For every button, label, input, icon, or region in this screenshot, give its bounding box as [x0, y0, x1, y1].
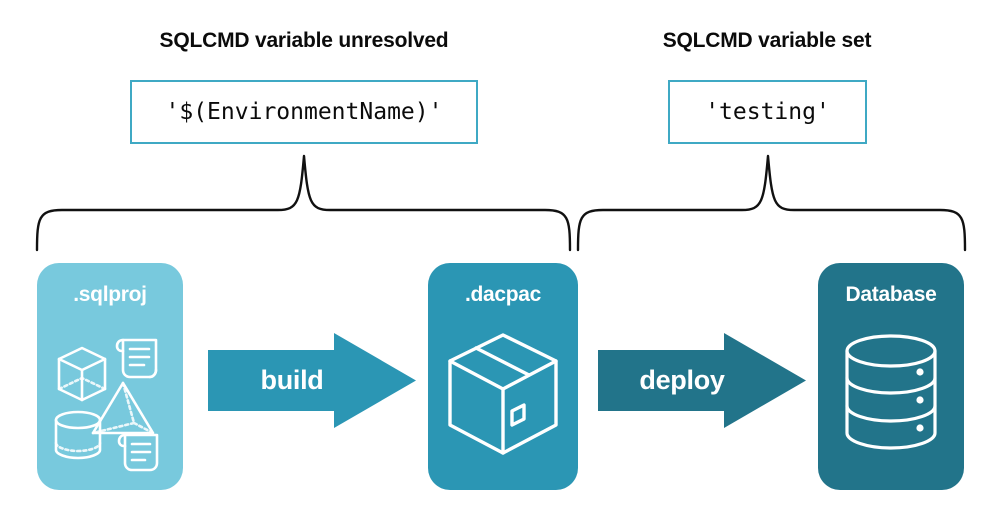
value-text-unresolved: '$(EnvironmentName)'	[165, 99, 443, 125]
group-heading-set: SQLCMD variable set	[662, 29, 872, 52]
brace-layer	[35, 154, 967, 252]
stage-card-sqlproj[interactable]: .sqlproj	[37, 263, 183, 490]
stage-label-database: Database	[845, 283, 937, 306]
brace-left-icon	[35, 154, 572, 252]
project-objects-icon	[54, 338, 159, 472]
database-cylinder-icon	[845, 334, 937, 450]
stage-label-sqlproj: .sqlproj	[73, 283, 147, 306]
stage-label-dacpac: .dacpac	[464, 283, 542, 306]
group-heading-unresolved: SQLCMD variable unresolved	[159, 29, 449, 52]
value-text-set: 'testing'	[705, 99, 830, 125]
arrow-deploy[interactable]: deploy	[598, 331, 806, 430]
arrow-build[interactable]: build	[208, 331, 416, 430]
value-box-set: 'testing'	[668, 80, 867, 144]
arrow-right-icon	[598, 333, 806, 428]
arrow-right-icon	[208, 333, 416, 428]
stage-card-database[interactable]: Database	[818, 263, 964, 490]
package-box-icon	[448, 333, 558, 455]
brace-right-icon	[576, 154, 967, 252]
value-box-unresolved: '$(EnvironmentName)'	[130, 80, 478, 144]
stage-card-dacpac[interactable]: .dacpac	[428, 263, 578, 490]
